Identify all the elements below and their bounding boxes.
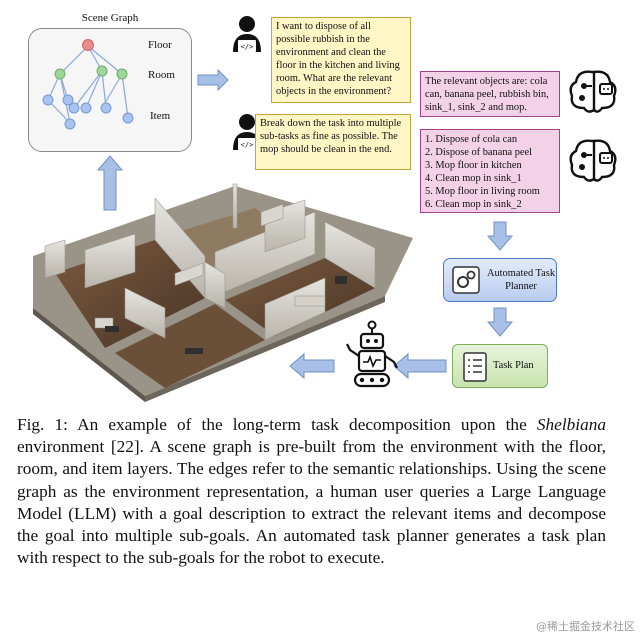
task-plan-box: Task Plan — [452, 344, 548, 388]
svg-text:</>: </> — [241, 43, 254, 51]
brain-robot-icon — [569, 139, 617, 182]
llm-subtasks-bubble: 1. Dispose of cola can 2. Dispose of ban… — [420, 129, 560, 213]
caption-env-name: Shelbiana — [536, 415, 606, 434]
floor-node — [82, 39, 94, 51]
room-nodes — [54, 65, 128, 80]
scene-graph-panel — [28, 28, 192, 152]
user-coder-icon: </> — [233, 16, 261, 52]
figure-caption: Fig. 1: An example of the long-term task… — [17, 414, 606, 569]
arrow-right-icon — [197, 68, 229, 92]
scene-graph-title: Scene Graph — [81, 12, 139, 24]
user-query-bubble: I want to dispose of all possible rubbis… — [271, 17, 411, 103]
arrow-left-icon — [289, 352, 335, 380]
scene-graph-diagram — [42, 39, 134, 130]
automated-task-planner-box: Automated Task Planner — [443, 258, 557, 302]
item-nodes — [42, 94, 134, 130]
subtask-item: 2. Dispose of banana peel — [425, 147, 533, 158]
item-layer-label: Item — [150, 110, 171, 122]
flow-arrows — [96, 68, 514, 380]
room-layer-label: Room — [148, 69, 175, 81]
figure: Scene Graph — [28, 12, 617, 402]
watermark: @稀土掘金技术社区 — [536, 620, 635, 633]
svg-text:</>: </> — [241, 141, 254, 149]
arrow-down-icon — [486, 221, 514, 251]
planner-label: Automated Task Planner — [486, 268, 556, 292]
subtask-item: 3. Mop floor in kitchen — [425, 160, 522, 171]
subtask-item: 4. Clean mop in sink_1 — [425, 173, 522, 184]
subtask-item: 6. Clean mop in sink_2 — [425, 199, 522, 210]
caption-body: environment [22]. A scene graph is pre-b… — [17, 437, 606, 568]
task-plan-label: Task Plan — [493, 360, 534, 371]
checklist-icon — [463, 352, 487, 382]
environment-3d-render — [33, 183, 413, 402]
user-coder-icon: </> — [233, 114, 261, 150]
subtask-item: 1. Dispose of cola can — [425, 134, 518, 145]
llm-relevant-objects-bubble: The relevant objects are: cola can, bana… — [420, 71, 560, 117]
robot-icon — [346, 320, 398, 388]
gears-icon — [452, 266, 480, 294]
floor-layer-label: Floor — [148, 39, 172, 51]
subtask-item: 5. Mop floor in living room — [425, 186, 540, 197]
caption-prefix: Fig. 1: An example of the long-term task… — [17, 415, 537, 434]
arrow-up-icon — [96, 155, 124, 211]
arrow-left-icon — [393, 352, 447, 380]
user-subtask-request-bubble: Break down the task into multiple sub-ta… — [255, 114, 411, 170]
brain-robot-icon — [569, 70, 617, 113]
arrow-down-icon — [486, 307, 514, 337]
